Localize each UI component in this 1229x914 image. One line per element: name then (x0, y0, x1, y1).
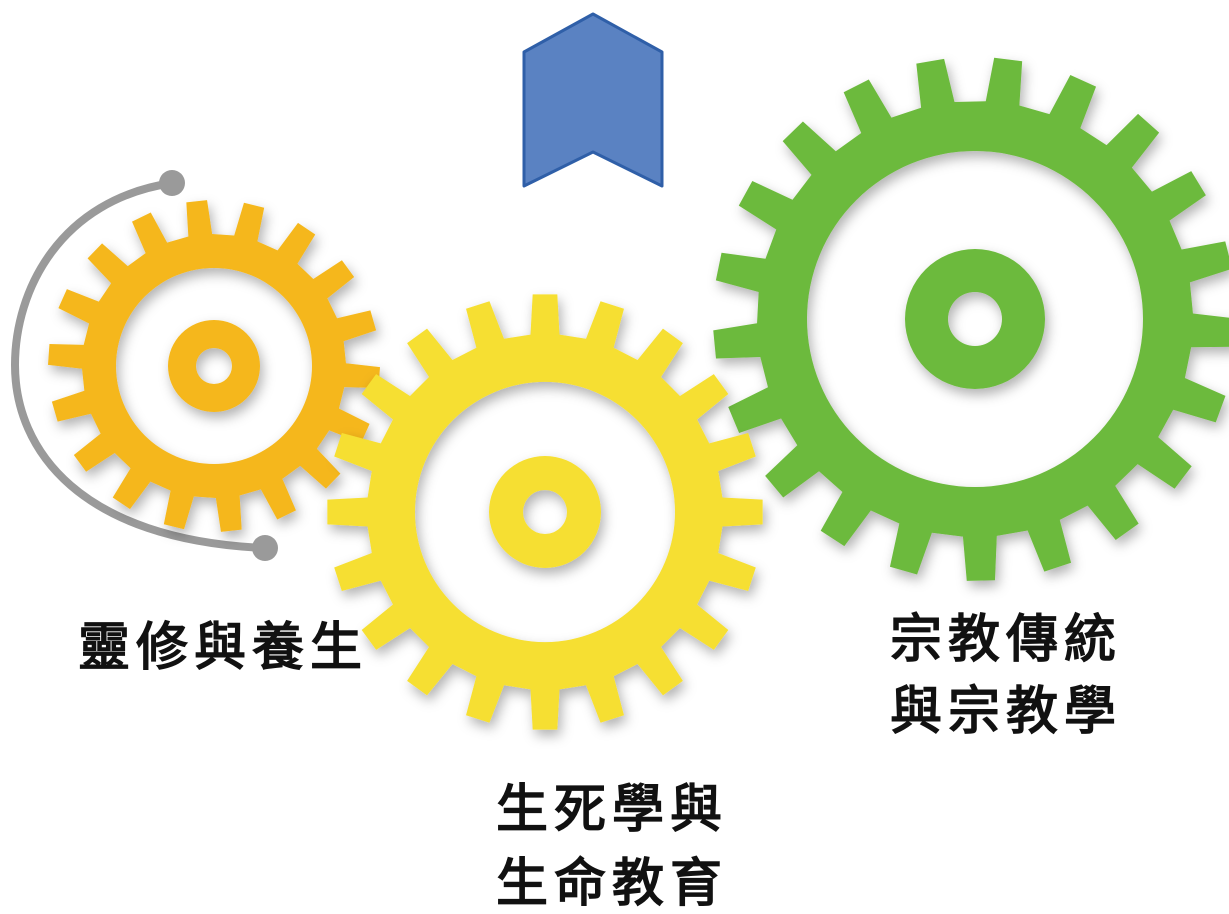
arc-end-dot-top (159, 170, 185, 196)
label-life-death-line-1: 生死學與 (496, 779, 729, 840)
label-religion-line-1: 宗教傳統 (890, 609, 1123, 670)
gear-spirituality-body (48, 200, 380, 532)
label-religion-line-2: 與宗教學 (890, 681, 1123, 742)
label-spirituality: 靈修與養生 (78, 617, 369, 678)
gear-spirituality (48, 200, 380, 532)
gear-religion (713, 57, 1229, 581)
arc-end-dot-bottom (252, 535, 278, 561)
up-arrow-icon (522, 12, 664, 188)
cycle-arc (10, 170, 278, 561)
label-life-death-line-2: 生命教育 (496, 853, 729, 914)
gear-life-death-body (327, 294, 763, 730)
gear-life-death (327, 294, 763, 730)
gear-religion-body (713, 57, 1229, 581)
